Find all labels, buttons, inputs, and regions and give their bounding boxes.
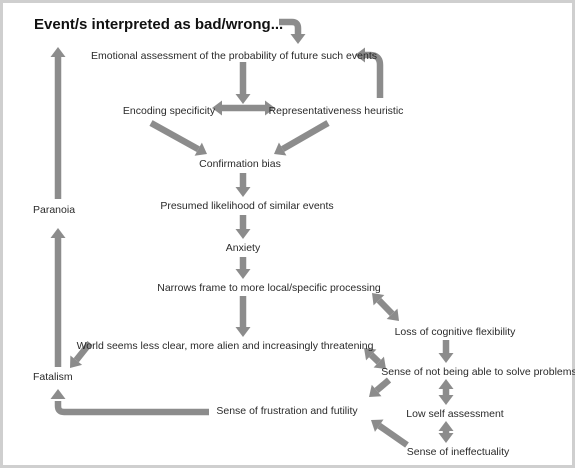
node-sense-not-able: Sense of not being able to solve problem…: [381, 366, 575, 378]
arrow-title-to-assessment-head: [290, 34, 306, 44]
node-fatalism: Fatalism: [33, 371, 73, 383]
node-loss-cognitive-flexibility: Loss of cognitive flexibility: [394, 326, 516, 338]
arrow-low-self-ineffectuality-head: [438, 433, 454, 443]
arrow-cognitive-to-sense-not-able-head: [438, 353, 454, 363]
arrow-encoding-heuristic-head: [212, 100, 222, 116]
arrow-encoding-heuristic-head: [265, 100, 275, 116]
arrow-world-to-fatalism: [73, 340, 93, 363]
arrow-world-sense-not-able: [368, 352, 382, 365]
arrow-heuristic-to-confirmation-head: [274, 142, 287, 156]
arrow-frustration-to-fatalism-head: [50, 389, 66, 399]
node-presumed-likelihood: Presumed likelihood of similar events: [160, 200, 334, 212]
node-encoding-specificity: Encoding specificity: [122, 105, 216, 117]
arrow-heuristic-loop: [365, 51, 384, 98]
arrow-title-to-assessment: [279, 18, 302, 35]
arrow-heuristic-to-confirmation: [281, 120, 330, 152]
arrow-anxiety-to-narrows-head: [235, 269, 251, 279]
node-emotional-assessment: Emotional assessment of the probability …: [91, 50, 377, 62]
arrow-narrows-cognitive-head: [372, 293, 385, 306]
arrow-sense-not-able-low-self-head: [438, 379, 454, 389]
node-paranoia: Paranoia: [33, 204, 76, 216]
arrow-assessment-to-encoding-head: [235, 94, 251, 104]
arrow-ineffectuality-to-frustration-head: [371, 419, 384, 432]
arrow-sense-not-able-low-self-head: [438, 395, 454, 405]
arrow-sense-not-able-to-frustration: [374, 377, 392, 393]
arrow-encoding-to-confirmation-head: [194, 142, 207, 156]
arrow-sense-not-able-to-frustration-head: [369, 384, 382, 397]
arrow-frustration-to-fatalism: [54, 401, 209, 416]
node-world-seems: World seems less clear, more alien and i…: [76, 340, 374, 352]
node-low-self-assessment: Low self assessment: [406, 408, 504, 420]
arrow-fatalism-to-paranoia-head: [50, 228, 66, 238]
node-anxiety: Anxiety: [225, 242, 261, 254]
arrow-encoding-to-confirmation: [149, 120, 200, 153]
node-sense-ineffectuality: Sense of ineffectuality: [406, 446, 510, 458]
arrow-narrows-cognitive-head: [386, 308, 399, 321]
arrow-heuristic-loop-head: [355, 47, 365, 63]
node-narrows-frame: Narrows frame to more local/specific pro…: [157, 282, 381, 294]
arrow-ineffectuality-to-frustration: [377, 423, 409, 448]
arrow-world-to-fatalism-head: [70, 355, 83, 368]
arrow-low-self-ineffectuality-head: [438, 421, 454, 431]
arrow-narrows-to-world-head: [235, 327, 251, 337]
arrow-presumed-to-anxiety-head: [235, 229, 251, 239]
arrow-layer: [50, 18, 454, 448]
arrow-world-sense-not-able-head: [373, 356, 386, 369]
arrow-paranoia-to-top-head: [50, 47, 66, 57]
node-representativeness-heuristic: Representativeness heuristic: [268, 105, 404, 117]
arrow-world-sense-not-able-head: [364, 348, 377, 361]
node-sense-frustration: Sense of frustration and futility: [216, 405, 358, 417]
arrow-confirmation-to-presumed-head: [235, 187, 251, 197]
arrow-narrows-cognitive: [376, 297, 395, 317]
node-confirmation-bias: Confirmation bias: [199, 158, 281, 170]
diagram-title: Event/s interpreted as bad/wrong...: [34, 16, 284, 33]
